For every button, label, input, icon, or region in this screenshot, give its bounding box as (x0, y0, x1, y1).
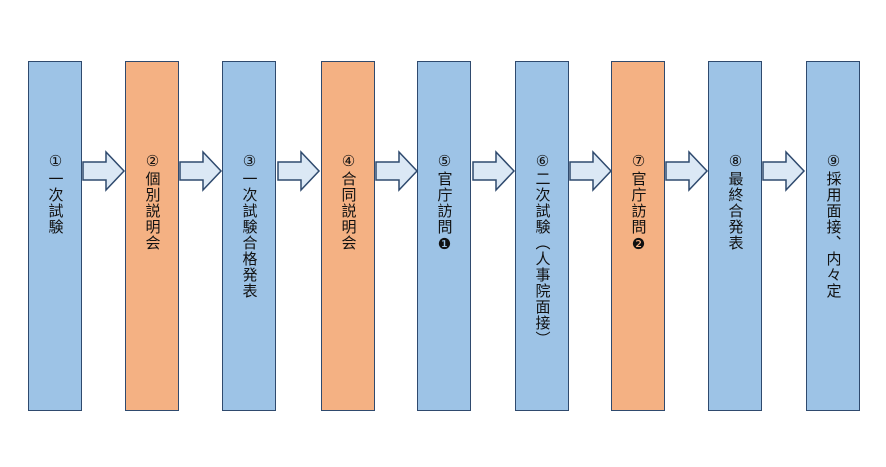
step-1-label: ①一次試験 (46, 152, 65, 235)
step-7-label: ⑦官庁訪問❷ (629, 152, 648, 254)
arrow-icon (472, 150, 516, 192)
arrow-icon (569, 150, 613, 192)
arrow-icon (179, 150, 223, 192)
step-3-box: ③一次試験合格発表 (222, 61, 276, 411)
arrow-icon (665, 150, 709, 192)
step-6-box: ⑥二次試験（人事院面接） (515, 61, 569, 411)
step-5-box: ⑤官庁訪問❶ (417, 61, 471, 411)
step-2-box: ②個別説明会 (125, 61, 179, 411)
arrow-icon (762, 150, 806, 192)
arrow-icon (82, 150, 126, 192)
step-3-label: ③一次試験合格発表 (240, 152, 259, 299)
step-4-box: ④合同説明会 (321, 61, 375, 411)
step-8-label: ⑧最終合発表 (726, 152, 745, 251)
arrow-icon (375, 150, 419, 192)
step-9-box: ⑨採用面接、内々定 (806, 61, 860, 411)
step-4-label: ④合同説明会 (339, 152, 358, 251)
step-5-label: ⑤官庁訪問❶ (435, 152, 454, 254)
step-8-box: ⑧最終合発表 (708, 61, 762, 411)
step-2-label: ②個別説明会 (143, 152, 162, 251)
step-7-box: ⑦官庁訪問❷ (611, 61, 665, 411)
step-1-box: ①一次試験 (28, 61, 82, 411)
arrow-icon (277, 150, 321, 192)
step-9-label: ⑨採用面接、内々定 (824, 152, 843, 299)
step-6-label: ⑥二次試験（人事院面接） (533, 152, 552, 347)
